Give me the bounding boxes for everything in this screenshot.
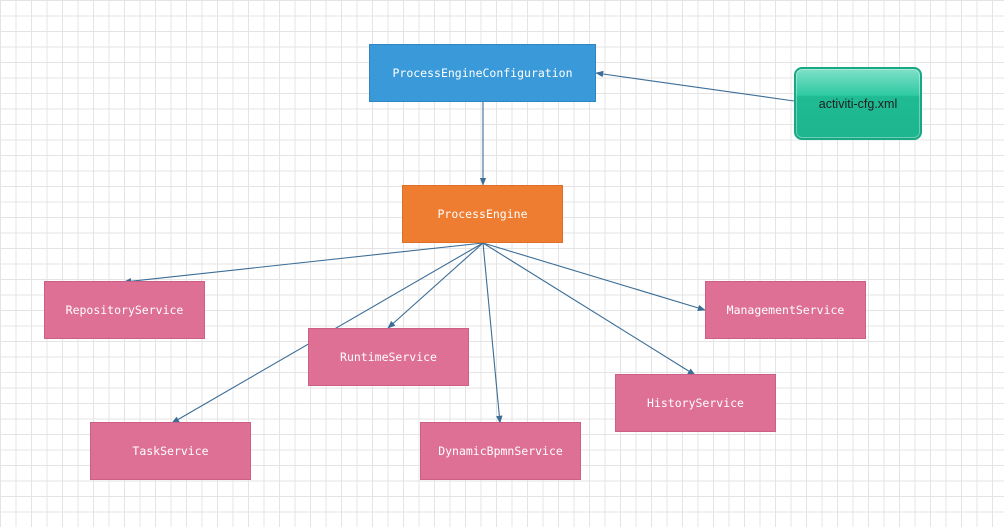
node-label: ProcessEngine [437, 207, 528, 221]
node-repository-service[interactable]: RepositoryService [44, 281, 205, 339]
node-process-engine-configuration[interactable]: ProcessEngineConfiguration [369, 44, 596, 102]
edge-xml-to-config [595, 70, 795, 102]
edge-engine-to-dyn [482, 242, 503, 424]
node-label: activiti-cfg.xml [818, 96, 898, 111]
node-activiti-cfg-xml[interactable]: activiti-cfg.xml [794, 67, 922, 140]
node-runtime-service[interactable]: RuntimeService [308, 328, 469, 386]
edge-engine-to-mgmt [482, 242, 706, 311]
node-label: RepositoryService [65, 303, 184, 317]
node-label: RuntimeService [340, 350, 437, 364]
node-history-service[interactable]: HistoryService [615, 374, 776, 432]
node-management-service[interactable]: ManagementService [705, 281, 866, 339]
edge-engine-to-repo [123, 242, 484, 285]
node-label: HistoryService [647, 396, 744, 410]
edge-engine-to-runtime [387, 242, 484, 329]
node-task-service[interactable]: TaskService [90, 422, 251, 480]
node-label: TaskService [132, 444, 209, 458]
node-label: DynamicBpmnService [438, 444, 563, 458]
node-dynamic-bpmn-service[interactable]: DynamicBpmnService [420, 422, 581, 480]
node-process-engine[interactable]: ProcessEngine [402, 185, 563, 243]
edge-engine-to-history [482, 242, 696, 376]
node-label: ProcessEngineConfiguration [392, 66, 573, 80]
node-label: ManagementService [726, 303, 845, 317]
